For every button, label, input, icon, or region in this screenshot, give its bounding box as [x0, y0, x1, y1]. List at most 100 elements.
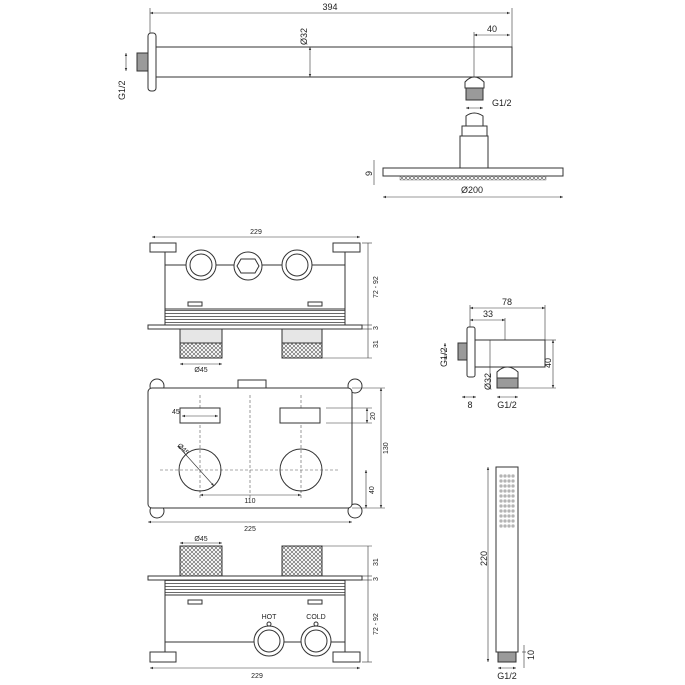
nozzle [499, 484, 503, 488]
mount-tab [149, 242, 177, 253]
top-knob-diameter-label: Ø45 [194, 367, 207, 374]
hot-label: HOT [262, 614, 278, 621]
ribbed-section [164, 308, 346, 326]
arm-wall-thread-label: G1/2 [117, 80, 127, 100]
nozzle [511, 499, 515, 503]
nozzle [511, 474, 515, 478]
nozzle [503, 494, 507, 498]
nozzle [503, 519, 507, 523]
knob-spacing-label: 110 [244, 498, 255, 505]
head-nozzles [399, 175, 547, 181]
outlet-flange-label: 8 [467, 400, 472, 410]
top-width-label: 229 [250, 229, 262, 236]
knob-right [281, 342, 323, 359]
nozzle [507, 474, 511, 478]
knob-offset-label: 40 [369, 486, 376, 494]
hand-shower-thread-length-label: 10 [526, 650, 536, 660]
nozzle [507, 479, 511, 483]
outlet-position-label: 33 [483, 309, 493, 319]
hand-shower-length-label: 220 [479, 551, 489, 566]
hand-shower: 220 10 G1/2 [479, 466, 536, 681]
nozzle [503, 479, 507, 483]
knob-left [179, 545, 223, 577]
top-plate-label: 3 [373, 326, 380, 330]
head-diameter-label: Ø200 [461, 185, 483, 195]
nozzle [507, 524, 511, 528]
arm-elbow [464, 76, 485, 89]
nozzle [499, 514, 503, 518]
cutout-left [179, 407, 221, 424]
outlet-flange [466, 326, 476, 378]
bottom-plate-label: 3 [373, 577, 380, 581]
nozzle [511, 484, 515, 488]
outlet-diameter-label: Ø32 [483, 373, 493, 390]
hand-shower-thread-label: G1/2 [497, 671, 517, 681]
nozzle [511, 494, 515, 498]
nozzle [499, 509, 503, 513]
arm-tube [155, 46, 513, 78]
joint-collar [461, 125, 488, 137]
knob-right [281, 545, 323, 577]
nozzle [499, 489, 503, 493]
valve-top-view: 229 Ø45 72 - 92 3 31 [147, 229, 380, 374]
hand-shower-body [495, 466, 519, 653]
ball-joint [465, 112, 484, 127]
outlet-height-label: 40 [543, 358, 553, 368]
knob-left [179, 342, 223, 359]
cover-plate [147, 575, 363, 581]
nozzle [511, 509, 515, 513]
valve-front-view: 45 20 Ø45 110 40 130 225 [147, 378, 390, 533]
cover-plate [147, 324, 363, 330]
nozzle [511, 504, 515, 508]
nozzle [503, 484, 507, 488]
knob-hole-right [279, 448, 323, 492]
nozzle [507, 509, 511, 513]
nozzle [507, 494, 511, 498]
nozzle [507, 489, 511, 493]
nozzle [511, 479, 515, 483]
nozzle [503, 524, 507, 528]
nozzle [499, 494, 503, 498]
outlet-wall-thread [457, 342, 468, 361]
nozzle [503, 509, 507, 513]
shower-arm: 394 Ø32 40 G1/2 G1/2 [117, 2, 513, 110]
outlet-thread [496, 377, 519, 389]
bottom-knob-height-label: 31 [373, 558, 380, 566]
outlet-body [474, 339, 546, 368]
nozzle [503, 474, 507, 478]
bottom-depth-label: 72 - 92 [373, 613, 380, 635]
top-knob-height-label: 31 [373, 340, 380, 348]
head-stem [459, 135, 489, 169]
valve-bottom-view: Ø45 HOT COLD 229 31 3 72 - 92 [147, 536, 380, 680]
hand-shower-nozzles [499, 474, 515, 528]
cutout-height-label: 20 [370, 412, 377, 420]
shower-head: 9 Ø200 [364, 112, 564, 199]
bottom-width-label: 229 [251, 673, 263, 680]
outlet-thread-label: G1/2 [497, 400, 517, 410]
front-width-label: 225 [244, 526, 256, 533]
front-height-label: 130 [383, 442, 390, 454]
arm-outlet-thread [465, 87, 484, 101]
nozzle [499, 524, 503, 528]
hand-shower-thread [497, 651, 517, 663]
nozzle [507, 504, 511, 508]
nozzle [499, 519, 503, 523]
arm-diameter-label: Ø32 [299, 28, 309, 45]
ribbed-section [164, 579, 346, 596]
nozzle [499, 499, 503, 503]
head-plate [382, 167, 564, 177]
nozzle [503, 489, 507, 493]
arm-length-label: 394 [322, 2, 337, 12]
cutout-width-label: 45 [172, 409, 180, 416]
nozzle [507, 484, 511, 488]
nozzle [503, 504, 507, 508]
mount-tab [149, 651, 177, 663]
nozzle [511, 514, 515, 518]
top-hex [237, 379, 267, 389]
nozzle [503, 499, 507, 503]
nozzle [511, 519, 515, 523]
wall-thread [136, 52, 149, 72]
outlet-wall-thread-label: G1/2 [439, 347, 449, 367]
